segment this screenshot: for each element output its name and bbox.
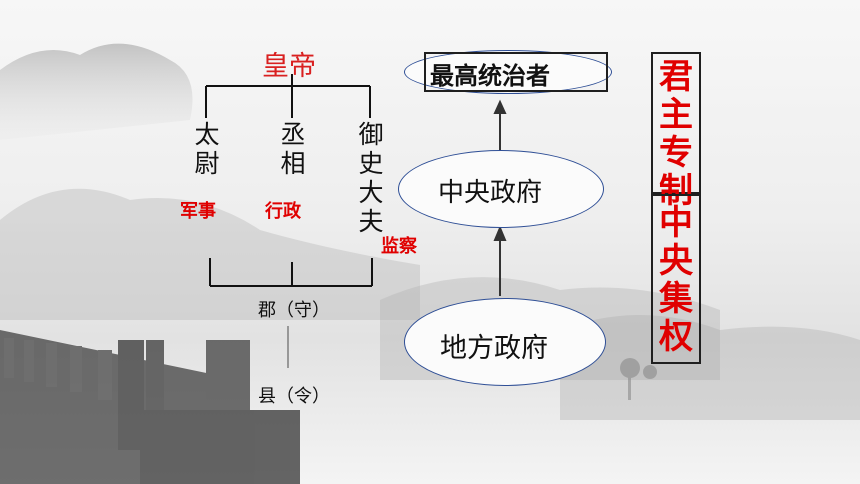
- official-chengxiang: 丞相: [280, 120, 306, 178]
- commandery-label: 郡（守）: [258, 300, 330, 321]
- supreme-ruler-label: 最高统治者: [430, 62, 550, 90]
- duty-military: 军事: [180, 201, 216, 222]
- centralization-label: 中央集权: [659, 203, 693, 357]
- central-government-label: 中央政府: [438, 178, 543, 208]
- local-government-ellipse: [404, 298, 606, 386]
- supreme-ruler-box: [424, 52, 608, 92]
- centralization-box: 中央集权: [651, 194, 701, 364]
- county-label: 县（令）: [258, 386, 330, 407]
- central-government-ellipse: [398, 150, 604, 228]
- monarchical-autocracy-label: 君主专制: [659, 57, 693, 211]
- duty-administration: 行政: [265, 201, 301, 222]
- official-taiwei: 太尉: [194, 120, 220, 178]
- official-yushidafu: 御史大夫: [358, 120, 384, 236]
- local-government-label: 地方政府: [440, 333, 548, 364]
- monarchical-autocracy-box: 君主专制: [651, 52, 701, 210]
- emperor-label: 皇帝: [262, 51, 316, 82]
- duty-supervision: 监察: [381, 236, 417, 257]
- supreme-ruler-ellipse: [404, 50, 612, 94]
